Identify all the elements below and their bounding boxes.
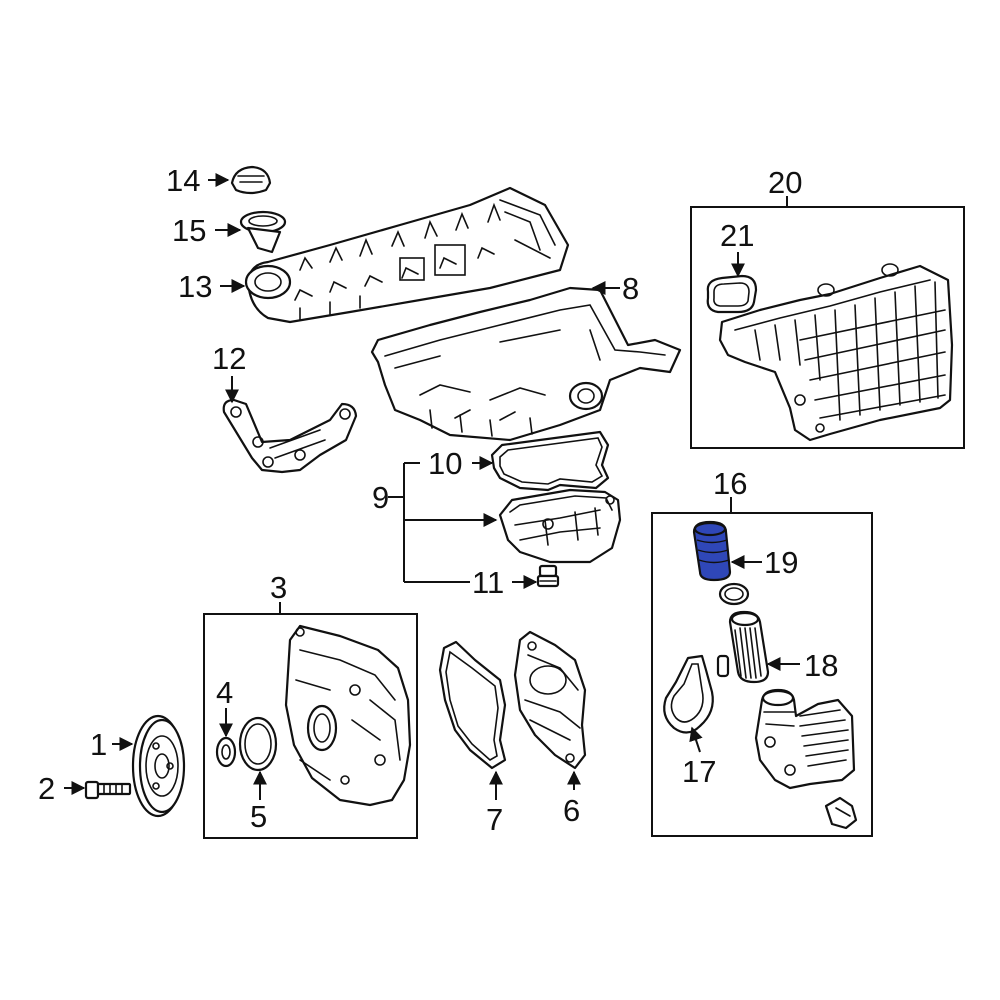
part-7-timing-cover-gasket[interactable] [438,640,507,770]
callout-8[interactable]: 8 [622,271,639,306]
callout-11[interactable]: 11 [472,565,504,600]
callout-14[interactable]: 14 [166,163,200,198]
callout-2[interactable]: 2 [38,771,55,806]
callout-12[interactable]: 12 [212,341,246,376]
oil-pressure-sensor[interactable] [824,796,858,830]
group-box-20 [690,206,965,449]
group-box-3 [203,613,418,839]
part-11-drain-plug[interactable] [536,564,560,588]
oil-filter-housing[interactable] [754,688,856,790]
leader-17 [689,726,703,753]
part-6-rear-cover[interactable] [513,630,587,770]
part-9-lower-oil-pan[interactable] [498,488,622,564]
part-17-oil-cooler-gasket[interactable] [663,654,730,734]
group-box-16 [651,512,873,837]
callout-13[interactable]: 13 [178,269,212,304]
callout-7[interactable]: 7 [486,802,503,837]
part-8-upper-oil-pan[interactable] [370,286,682,442]
callout-18[interactable]: 18 [804,648,838,683]
callout-1[interactable]: 1 [90,727,107,762]
bracket-9 [388,462,420,582]
callout-10[interactable]: 10 [428,446,462,481]
part-3-timing-case[interactable] [284,624,412,807]
part-4-seal[interactable] [215,736,237,768]
callout-9[interactable]: 9 [372,480,389,515]
part-13-cylinder-head-cover[interactable] [244,186,570,324]
callout-6[interactable]: 6 [563,793,580,828]
part-12-engine-mount-bracket[interactable] [222,398,358,474]
part-20-intake-manifold[interactable] [718,263,954,442]
callout-20[interactable]: 20 [768,165,802,200]
callout-4[interactable]: 4 [216,675,233,710]
part-14-oil-filler-cap[interactable] [230,165,272,195]
part-10-oil-pan-gasket[interactable] [490,430,610,492]
part-5-o-ring[interactable] [238,716,278,772]
callout-15[interactable]: 15 [172,213,206,248]
callout-3[interactable]: 3 [270,570,287,605]
callout-21[interactable]: 21 [720,218,754,253]
part-15-seal-ring[interactable] [239,210,287,254]
part-18-filter-element[interactable] [728,610,770,684]
callout-17[interactable]: 17 [682,754,716,789]
callout-5[interactable]: 5 [250,799,267,834]
part-2-bolt[interactable] [84,780,132,800]
part-1-vibration-damper[interactable] [131,714,186,818]
part-19-oil-filter-cover[interactable] [692,520,732,582]
part-16-oring-small[interactable] [718,582,750,606]
part-21-manifold-gasket[interactable] [706,274,758,314]
callout-19[interactable]: 19 [764,545,798,580]
callout-16[interactable]: 16 [713,466,747,501]
